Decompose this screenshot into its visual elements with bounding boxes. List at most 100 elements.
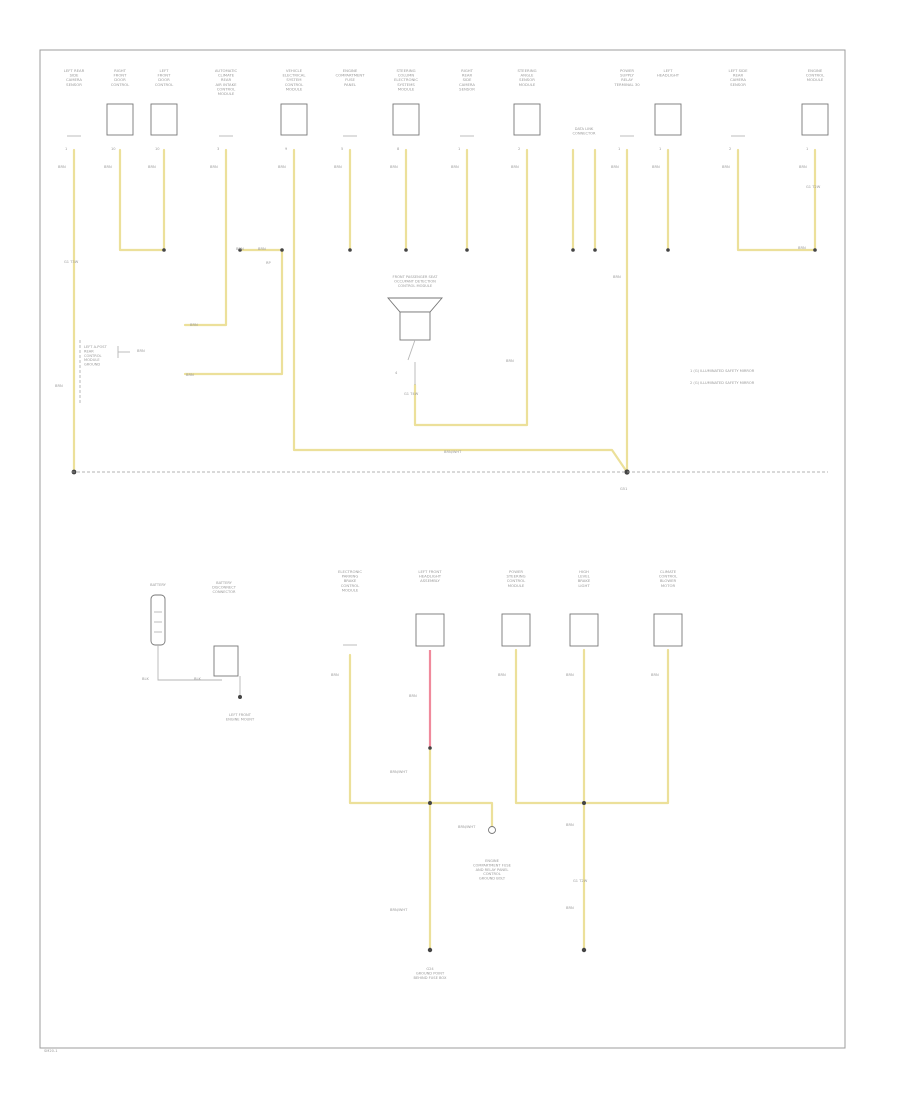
battery-disconnect-icon [213,645,239,677]
wire-label: BRN [798,246,806,250]
splice-label: BRN [566,823,574,827]
battery-icon [150,594,166,646]
battery-wire-label: BLK [194,677,201,681]
component-body [415,613,445,647]
wire-label: BRN [566,673,574,677]
component-wire: BRN [799,165,807,169]
component-pin: 1 [65,147,67,151]
component-wire: BRN [210,165,218,169]
component-body [653,613,683,647]
component-pin: 2 [729,147,731,151]
terminal-dot [813,248,817,252]
component-body [150,103,178,136]
component-wire: BRN [511,165,519,169]
wire-inline-loop [428,801,494,828]
wire-label-brnwht: BRN/WHT [444,450,462,454]
splice-label: BRN/WHT [390,908,408,912]
terminal-dot [571,248,575,252]
component-pin: 1 [659,147,661,151]
wire-label: BRN [190,323,198,327]
module-connector: G1 T4W [404,392,419,396]
component-wire: BRN [390,165,398,169]
wire-climate-module [183,148,228,327]
component-pin: 1 [806,147,808,151]
component-body [654,103,682,136]
wire-door-control-pair [118,148,166,252]
component-pin: 5 [341,147,343,151]
inline-ground-bolt [488,826,496,834]
wire-right-bus [514,648,670,805]
component-pin: 1 [458,147,460,151]
component-body [392,103,420,136]
wire-label: BRN [331,673,339,677]
legend-item-2: 2 (G) ILLUMINATED SAFETY MIRROR [690,381,755,385]
wire-label: BRN [613,275,621,279]
component-wire: BRN [148,165,156,169]
splice-dot [428,801,432,805]
wire-ecm-pair [736,148,817,252]
module-funnel [387,297,443,313]
terminal-dot [593,248,597,252]
wire-label: BRN [137,349,145,353]
bottom-wiring [348,648,670,953]
terminal-dot [162,248,166,252]
terminal-dot [348,248,352,252]
component-body [801,103,829,136]
diagram-frame [39,49,846,1049]
splice-label: BRN/WHT [458,825,476,829]
terminal-dot [238,248,242,252]
battery-wire-label: BLK [142,677,149,681]
splice-dot [428,746,432,750]
ground-dot [427,947,433,953]
component-body [501,613,531,647]
module-body [399,311,431,341]
ground-dot [581,947,587,953]
component-wire: BRN [278,165,286,169]
wire-parking-brake [348,653,432,805]
component-pin: 9 [285,147,288,151]
component-pin: 1 [618,147,620,151]
component-wire: BRN [611,165,619,169]
terminal-dot [666,248,670,252]
wire-label: BRN [498,673,506,677]
component-pin: 3 [217,147,219,151]
component-body [280,103,308,136]
connector-label-t2: G1 T2W [806,185,821,189]
component-wire: BRN [652,165,660,169]
module-switch [407,339,416,361]
wire-ves-module [292,148,629,474]
module-pin: 4 [395,371,398,375]
wire-label: BRN [55,384,63,388]
wire-label: BRN [186,373,194,377]
battery-cable [157,645,222,681]
